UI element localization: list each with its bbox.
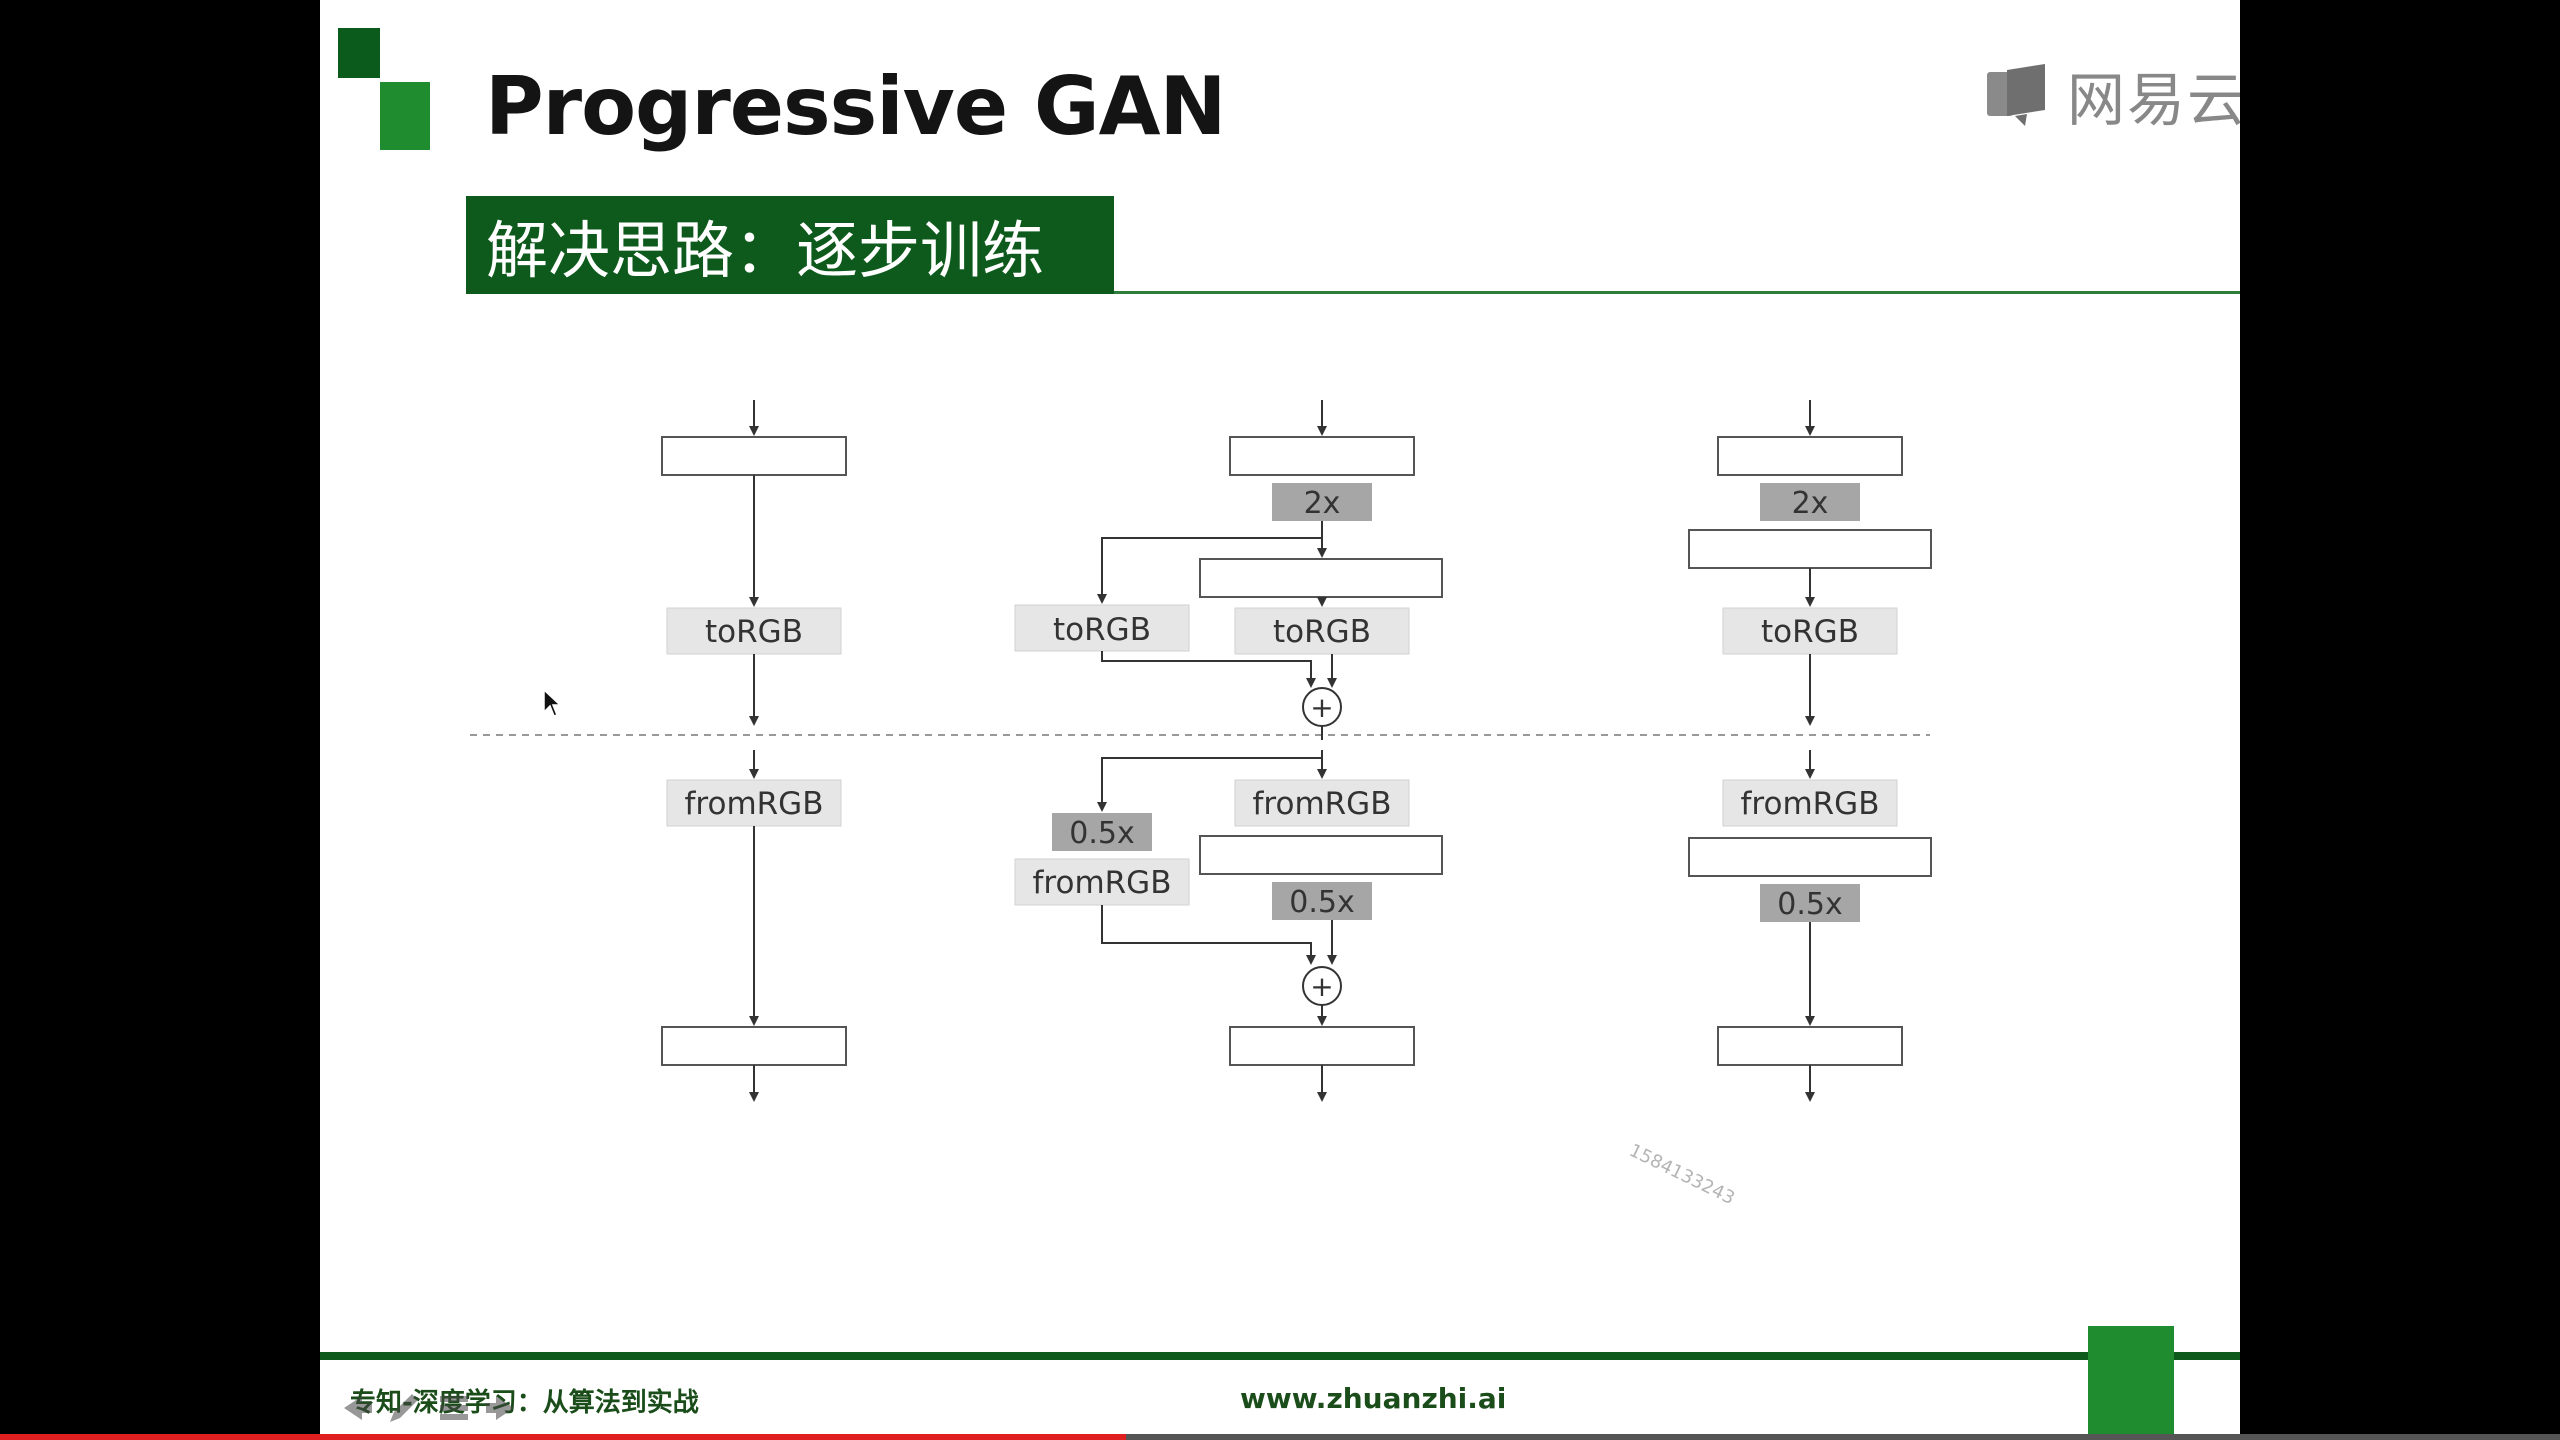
footer-rule: [320, 1352, 2240, 1360]
torgb-box-right: [1234, 607, 1410, 655]
brand-name: 网易云: [2067, 66, 2240, 134]
slide-title: Progressive GAN: [485, 60, 1226, 153]
torgb-label-left: toRGB: [1053, 612, 1151, 648]
layer-box: [1688, 837, 1932, 877]
brand-logo: 网易云: [1985, 60, 2240, 134]
layer-box: [1229, 1026, 1415, 1066]
downsample-box-right: [1272, 882, 1372, 920]
fromrgb-box-right: [1234, 779, 1410, 827]
column-1: toRGB fromRGB: [661, 400, 847, 1102]
downsample-box-left: [1052, 813, 1152, 851]
layer-box: [1717, 1026, 1903, 1066]
upsample-label: 2x: [1304, 486, 1341, 521]
slide-nav-controls: [332, 1386, 526, 1430]
subtitle-banner: 解决思路：逐步训练: [466, 196, 1114, 294]
downsample-label: 0.5x: [1777, 887, 1842, 922]
upsample-box: [1272, 483, 1372, 521]
fromrgb-box: [666, 779, 842, 827]
fromrgb-label-right: fromRGB: [1253, 786, 1392, 822]
fromrgb-box: [1722, 779, 1898, 827]
column-3: 2x toRGB fromRGB 0.5x: [1688, 400, 1932, 1102]
pen-icon[interactable]: [382, 1386, 426, 1430]
fromrgb-label: fromRGB: [685, 786, 824, 822]
cloud-classroom-icon: [1987, 64, 2045, 126]
torgb-box: [666, 607, 842, 655]
torgb-box: [1722, 607, 1898, 655]
torgb-label: toRGB: [705, 614, 803, 650]
logo-square-light: [380, 82, 430, 150]
layer-box: [1688, 529, 1932, 569]
fromrgb-label: fromRGB: [1741, 786, 1880, 822]
next-slide-icon[interactable]: [482, 1386, 526, 1430]
video-progress-fill: [0, 1434, 1127, 1440]
column-2: 2x toRGB toRGB + fromRGB: [1014, 400, 1443, 1102]
video-progress-bar[interactable]: [0, 1434, 2560, 1440]
upsample-box: [1760, 483, 1860, 521]
mouse-cursor-icon: [543, 688, 562, 717]
layer-box: [1199, 558, 1443, 598]
previous-slide-icon[interactable]: [332, 1386, 376, 1430]
downsample-label-left: 0.5x: [1069, 816, 1134, 851]
layer-box: [1229, 436, 1415, 476]
torgb-label-right: toRGB: [1273, 614, 1371, 650]
layer-box: [1199, 835, 1443, 875]
slide: Progressive GAN 网易云 解决思路：逐步训练: [320, 0, 2240, 1440]
layer-box: [1717, 436, 1903, 476]
fromrgb-label-left: fromRGB: [1033, 865, 1172, 901]
footer-accent-block: [2088, 1326, 2174, 1440]
upsample-label: 2x: [1792, 486, 1829, 521]
footer-url: www.zhuanzhi.ai: [1240, 1382, 1507, 1415]
layer-box: [661, 436, 847, 476]
add-node-symbol: +: [1310, 970, 1333, 1003]
fromrgb-box-left: [1014, 858, 1190, 906]
menu-icon[interactable]: [432, 1386, 476, 1430]
torgb-box-left: [1014, 604, 1190, 652]
subtitle-underline: [1114, 291, 2240, 294]
add-node-symbol: +: [1310, 691, 1333, 724]
downsample-box: [1760, 884, 1860, 922]
torgb-label: toRGB: [1761, 614, 1859, 650]
progressive-gan-diagram: toRGB fromRGB 2x toRGB: [470, 400, 1932, 1102]
layer-box: [661, 1026, 847, 1066]
downsample-label-right: 0.5x: [1289, 885, 1354, 920]
logo-square-dark: [338, 28, 380, 78]
subtitle-text: 解决思路：逐步训练: [486, 214, 1045, 287]
